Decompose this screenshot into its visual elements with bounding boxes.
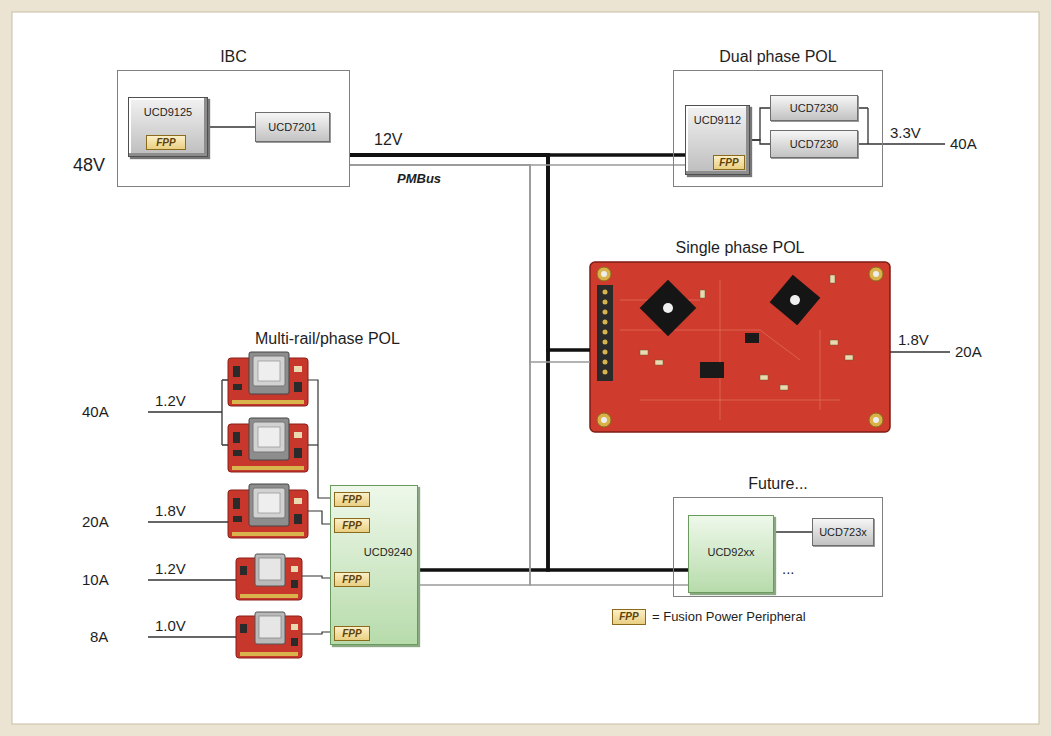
chip-link bbox=[774, 531, 812, 532]
controller-chip: UCD92xx bbox=[688, 515, 774, 593]
chip-name: UCD7230 bbox=[771, 96, 857, 114]
rail-voltage: 1.8V bbox=[155, 502, 186, 519]
chip-link bbox=[750, 108, 770, 140]
driver-chip: UCD7230 bbox=[770, 130, 858, 158]
fpp-tag: FPP bbox=[334, 492, 370, 507]
output-wire bbox=[148, 380, 228, 445]
section-title: Multi-rail/phase POL bbox=[255, 330, 400, 348]
group-title: Dual phase POL bbox=[604, 48, 952, 66]
input-voltage: 48V bbox=[73, 155, 105, 176]
chip-name: UCD9240 bbox=[359, 546, 417, 558]
rail-current: 10A bbox=[82, 571, 109, 588]
output-wire bbox=[890, 351, 950, 352]
bracket-wire bbox=[302, 632, 330, 634]
power-module bbox=[228, 418, 308, 472]
output-rails bbox=[148, 108, 950, 637]
output-wire bbox=[148, 579, 236, 580]
bus-label: PMBus bbox=[395, 171, 443, 186]
chip-name: UCD7201 bbox=[256, 113, 329, 133]
ic-chip bbox=[745, 333, 759, 343]
controller-chip: UCD9240FPPFPPFPPFPP bbox=[330, 485, 418, 645]
bracket-wire bbox=[308, 511, 330, 524]
chip-link bbox=[208, 126, 255, 127]
rail-current: 40A bbox=[82, 403, 109, 420]
legend-text: = Fusion Power Peripheral bbox=[652, 609, 806, 624]
fpp-tag: FPP bbox=[146, 135, 186, 150]
rail-current: 8A bbox=[90, 628, 108, 645]
chip-name: UCD7230 bbox=[771, 131, 857, 150]
fpp-name: FPP bbox=[335, 627, 369, 640]
pol-board-art bbox=[590, 262, 890, 432]
fpp-name: FPP bbox=[613, 610, 645, 623]
controller-chip: UCD9125FPP bbox=[128, 97, 208, 157]
fpp-name: FPP bbox=[147, 136, 185, 149]
group-title: Future... bbox=[604, 475, 952, 493]
fpp-name: FPP bbox=[714, 156, 744, 169]
driver-chip: UCD7230 bbox=[770, 95, 858, 121]
fpp-tag: FPP bbox=[334, 626, 370, 641]
power-modules bbox=[228, 352, 308, 658]
power-module bbox=[236, 612, 302, 658]
output-wire bbox=[858, 108, 945, 144]
power-module bbox=[228, 484, 308, 538]
bus-label: 12V bbox=[372, 131, 404, 149]
controller-chip: UCD9112FPP bbox=[685, 105, 750, 175]
ic-chip bbox=[640, 280, 697, 337]
fpp-tag: FPP bbox=[334, 572, 370, 587]
legend-fpp-tag: FPP bbox=[612, 609, 646, 625]
fpp-tag: FPP bbox=[713, 155, 745, 170]
mounting-holes bbox=[597, 267, 883, 427]
bracket-wire bbox=[308, 444, 318, 445]
rail-voltage: 1.0V bbox=[155, 617, 186, 634]
driver-chip: UCD7201 bbox=[255, 112, 330, 142]
pol-board: Single phase POL bbox=[590, 262, 890, 432]
chip-name: UCD723x bbox=[813, 519, 873, 538]
ic-chip bbox=[770, 275, 821, 326]
fpp-tag: FPP bbox=[334, 518, 370, 533]
output-wire bbox=[148, 636, 236, 637]
power-bus bbox=[350, 155, 590, 350]
header-pins bbox=[603, 290, 608, 375]
chip-name: UCD92xx bbox=[689, 516, 773, 558]
rail-voltage: 1.2V bbox=[155, 560, 186, 577]
rail-current: 40A bbox=[950, 135, 977, 152]
fpp-name: FPP bbox=[335, 519, 369, 532]
group-box: Future...UCD92xxUCD723x bbox=[673, 497, 883, 597]
ellipsis-note: ... bbox=[782, 560, 795, 577]
chip-name: UCD9125 bbox=[129, 98, 207, 118]
pcb bbox=[590, 262, 890, 432]
power-module bbox=[228, 352, 308, 406]
rail-current: 20A bbox=[82, 513, 109, 530]
rail-voltage: 1.8V bbox=[898, 331, 929, 348]
rail-voltage: 3.3V bbox=[890, 124, 921, 141]
group-title: IBC bbox=[48, 48, 419, 66]
power-module bbox=[236, 554, 302, 600]
smd-parts bbox=[640, 275, 853, 390]
bracket-wire bbox=[308, 380, 330, 498]
rail-voltage: 1.2V bbox=[155, 392, 186, 409]
chip-link bbox=[750, 140, 770, 144]
rail-current: 20A bbox=[955, 343, 982, 360]
ic-chip bbox=[700, 362, 724, 378]
pin-header bbox=[597, 285, 613, 381]
group-title: Single phase POL bbox=[520, 239, 960, 257]
group-box: IBCUCD9125FPPUCD7201 bbox=[117, 70, 350, 187]
white-panel bbox=[12, 12, 1039, 724]
output-wire bbox=[148, 521, 228, 522]
fpp-name: FPP bbox=[335, 493, 369, 506]
module-brackets bbox=[302, 380, 330, 634]
driver-chip: UCD723x bbox=[812, 518, 874, 546]
chip-name: UCD9112 bbox=[686, 106, 749, 126]
fpp-name: FPP bbox=[335, 573, 369, 586]
group-box: Dual phase POLUCD9112FPPUCD7230UCD7230 bbox=[673, 70, 883, 187]
bracket-wire bbox=[302, 576, 330, 578]
